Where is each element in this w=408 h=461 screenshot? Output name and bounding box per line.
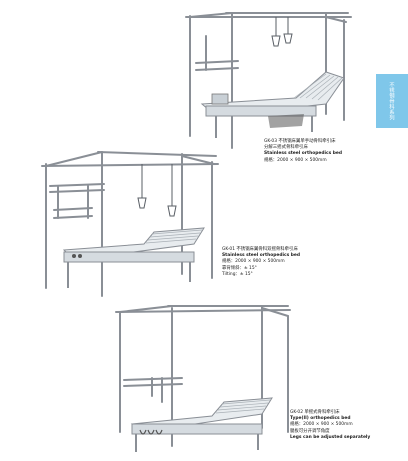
product-model: GK-02 单摇式骨科牵引床	[290, 410, 340, 415]
product-spec: 规格：2000 × 900 × 500mm	[222, 259, 285, 265]
traction-bed-gk03-illustration	[185, 12, 352, 149]
product-option: 腿板可分开调节角度	[290, 428, 330, 434]
section-side-tab: 不锈钢骨科系列	[376, 74, 408, 128]
product-english-name: Stainless steel orthopedics bed	[264, 151, 342, 157]
product-spec: 规格：2000 × 900 × 500mm	[290, 422, 353, 428]
traction-bed-gk01-illustration	[41, 151, 219, 297]
product-tilting: Tilting：± 15°	[222, 271, 253, 277]
section-side-tab-label: 不锈钢骨科系列	[388, 81, 395, 121]
product-angle: 靠背倾斜：± 15°	[222, 265, 257, 271]
product-model-sub: 分解三摇式骨科牵引床	[264, 145, 308, 151]
product-caption-gk02: GK-02 单摇式骨科牵引床 Type(II) orthopedics bed …	[290, 410, 370, 441]
product-caption-gk01: GK-01 不锈钢床翼骨科双摇骨科牵引床 Stainless steel ort…	[222, 247, 300, 278]
product-caption-gk03: GK-03 不锈钢床翼单手动骨科牵引床 分解三摇式骨科牵引床 Stainless…	[264, 139, 342, 164]
product-image-gk02	[112, 296, 292, 456]
product-option-en: Legs can be adjusted separately	[290, 434, 371, 440]
product-model: GK-03 不锈钢床翼单手动骨科牵引床	[264, 139, 336, 144]
product-english-name: Type(II) orthopedics bed	[290, 416, 351, 422]
product-spec: 规格：2000 × 900 × 500mm	[264, 157, 327, 163]
product-english-name: Stainless steel orthopedics bed	[222, 253, 300, 259]
product-image-gk03	[176, 8, 366, 149]
traction-bed-gk02-illustration	[115, 305, 291, 452]
product-image-gk01	[34, 146, 224, 306]
product-model: GK-01 不锈钢床翼骨科双摇骨科牵引床	[222, 247, 298, 252]
